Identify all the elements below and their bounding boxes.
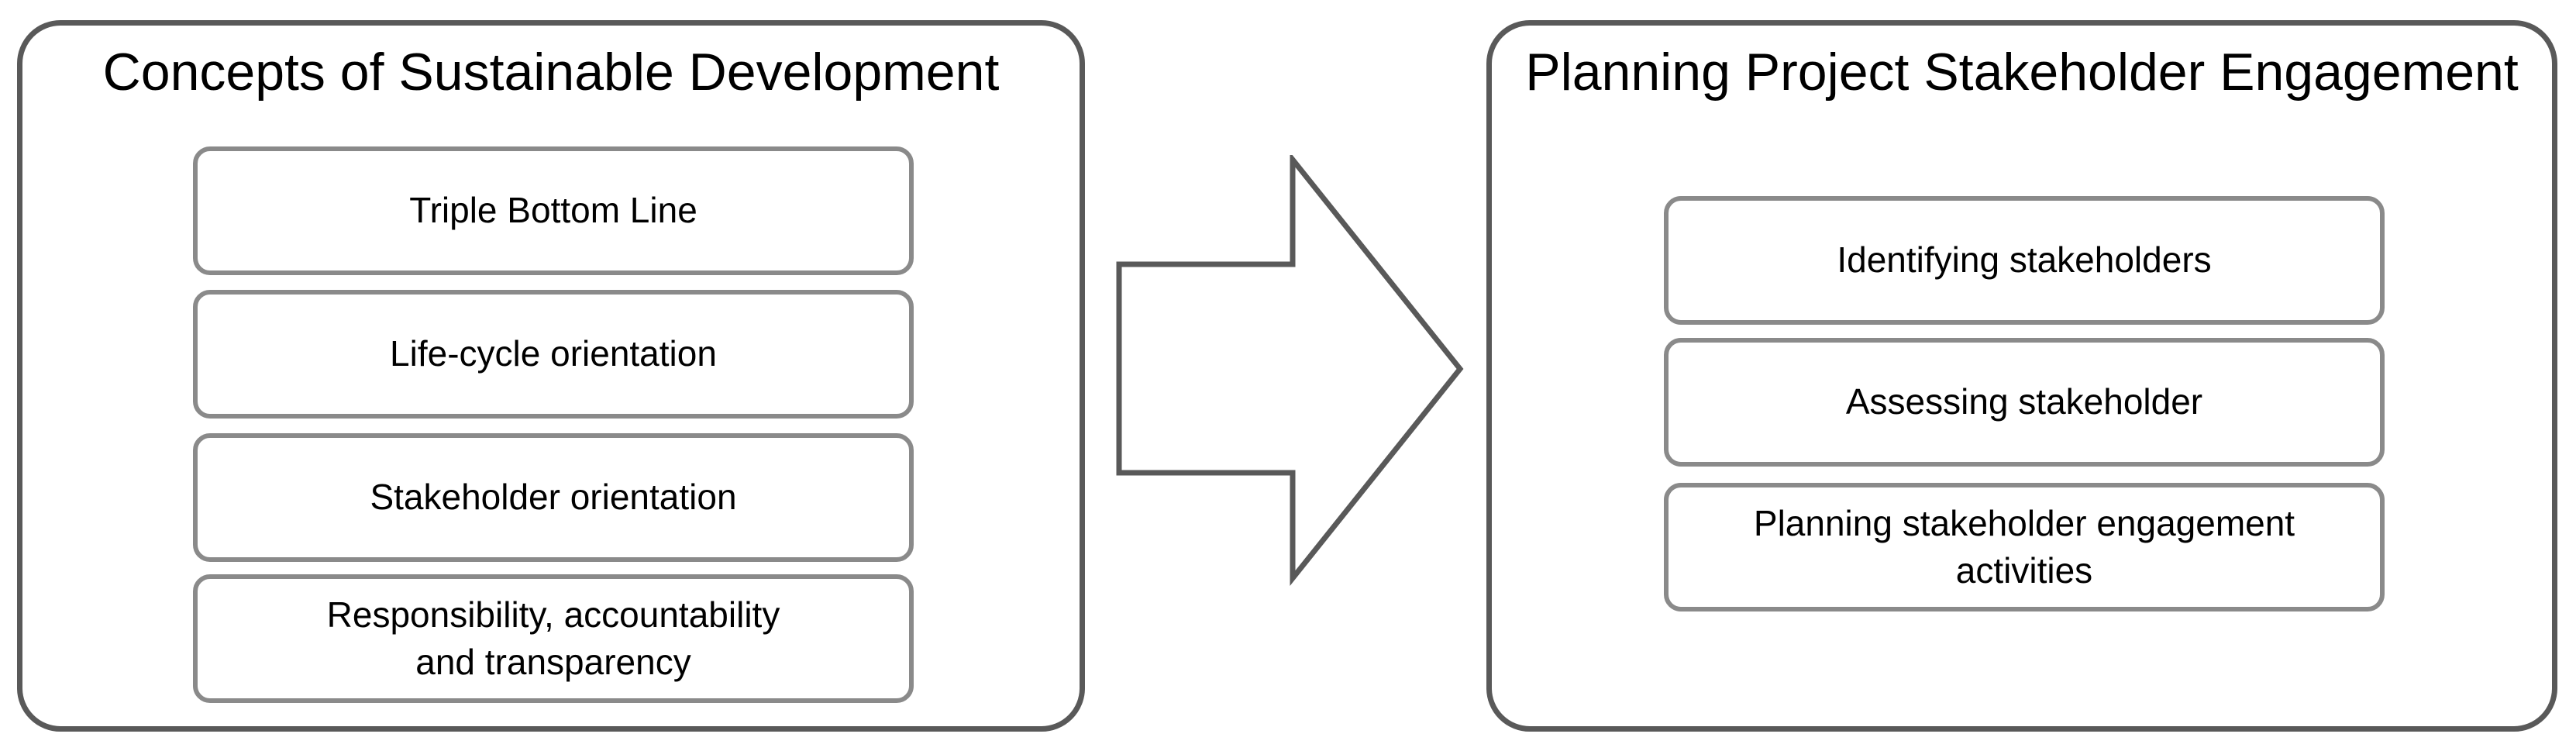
concept-life-cycle-orientation: Life-cycle orientation [193, 290, 914, 419]
concepts-panel: Concepts of Sustainable Development Trip… [17, 20, 1085, 732]
concepts-panel-title: Concepts of Sustainable Development [102, 43, 1000, 102]
right-arrow-icon [1116, 155, 1464, 586]
concept-triple-bottom-line: Triple Bottom Line [193, 146, 914, 275]
arrow-shape [1116, 155, 1464, 586]
engagement-panel: Planning Project Stakeholder Engagement … [1486, 20, 2557, 732]
step-identifying-stakeholders: Identifying stakeholders [1664, 196, 2385, 325]
step-assessing-stakeholder: Assessing stakeholder [1664, 338, 2385, 467]
step-planning-engagement-activities: Planning stakeholder engagement activiti… [1664, 483, 2385, 611]
engagement-panel-title: Planning Project Stakeholder Engagement [1525, 43, 2519, 102]
concept-responsibility-accountability-transparency: Responsibility, accountability and trans… [193, 574, 914, 703]
concept-stakeholder-orientation: Stakeholder orientation [193, 433, 914, 562]
